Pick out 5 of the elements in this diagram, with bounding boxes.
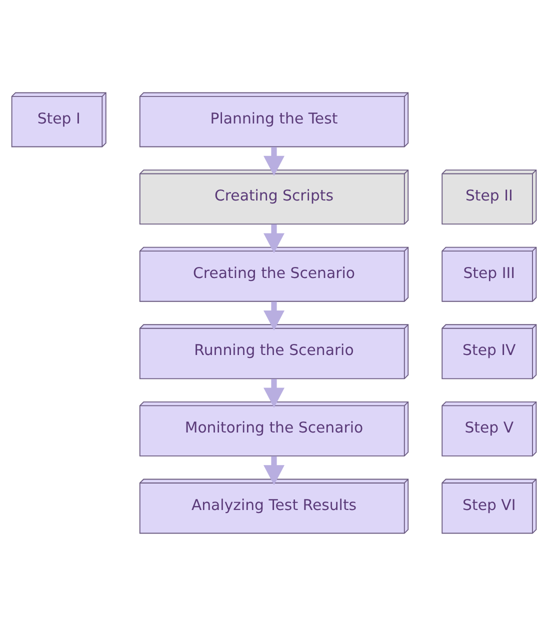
arrow xyxy=(264,224,284,253)
arrow xyxy=(264,378,284,408)
arrow xyxy=(264,456,284,485)
arrow xyxy=(264,146,284,176)
arrow xyxy=(264,301,284,330)
